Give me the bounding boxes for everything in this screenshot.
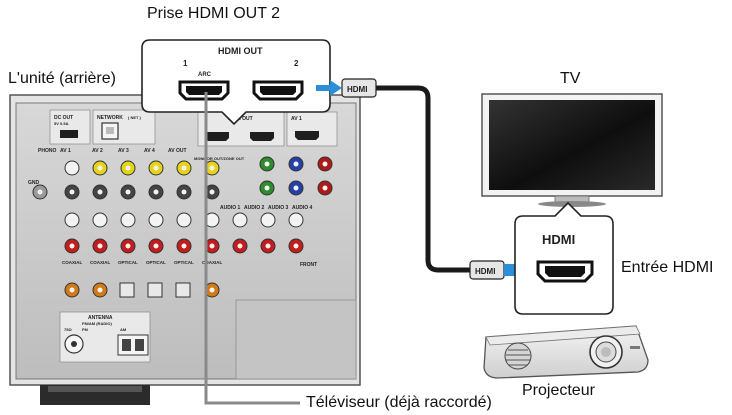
av2-row-label: AV 2	[92, 148, 103, 154]
projector-hdmi-callout: HDMI	[514, 201, 614, 315]
tv-already-connected-label: Téléviseur (déjà raccordé)	[306, 394, 492, 411]
jack-center	[153, 189, 159, 195]
hdmi-cable: HDMI HDMI	[341, 78, 505, 280]
receiver-rear-panel: DC OUT 5V 0.5A NETWORK ( NET ) HDMI OUT …	[9, 94, 361, 405]
callout-hdmi-out-title: HDMI OUT	[218, 46, 263, 56]
projector-callout-title: HDMI	[542, 232, 575, 247]
jack-center	[293, 217, 299, 223]
coaxial-label: COAXIAL	[202, 260, 223, 265]
hdmi-plug-top-label: HDMI	[347, 85, 367, 94]
av1-row-label: AV 1	[60, 148, 71, 154]
audio1-label: AUDIO 1	[220, 205, 241, 211]
optical-jack	[119, 282, 135, 298]
jack-center	[181, 165, 187, 171]
projector-label: Projecteur	[522, 382, 595, 399]
unit-rear-label: L'unité (arrière)	[8, 70, 116, 87]
av4-row-label: AV 4	[144, 148, 155, 154]
jack-center	[125, 243, 131, 249]
hdmi-input-label: Entrée HDMI	[621, 259, 714, 276]
panel-hdmi-in-port	[295, 131, 319, 140]
audio2-label: AUDIO 2	[244, 205, 265, 211]
jack-center	[181, 243, 187, 249]
audio3-label: AUDIO 3	[268, 205, 289, 211]
jack-center	[181, 217, 187, 223]
jack-center	[237, 243, 243, 249]
jack-center	[153, 165, 159, 171]
monitor-out-label: MONITOR OUT/ZONE OUT	[194, 156, 245, 161]
jack-center	[69, 243, 75, 249]
coaxial-label: COAXIAL	[62, 260, 83, 265]
jack-center	[209, 217, 215, 223]
existing-tv-cable-line	[204, 92, 300, 405]
callout-port2-label: 2	[294, 59, 299, 68]
coaxial-label: COAXIAL	[90, 260, 111, 265]
optical-label: OPTICAL	[118, 260, 138, 265]
jack-center	[97, 189, 103, 195]
panel-hdmi-out-label: HDMI OUT	[228, 116, 253, 122]
optical-label: OPTICAL	[174, 260, 194, 265]
projector-illustration	[483, 325, 649, 379]
jack-center	[69, 189, 75, 195]
dc-out-sub-label: 5V 0.5A	[54, 121, 69, 126]
arrow-to-hdmi-out	[316, 80, 342, 96]
jack-center	[153, 243, 159, 249]
tuner-impedance-label: 75Ω	[64, 327, 72, 332]
jack-center	[125, 165, 131, 171]
network-label: NETWORK	[97, 115, 123, 121]
front-label: FRONT	[300, 262, 317, 268]
hdmi-plug-bottom-label: HDMI	[475, 267, 495, 276]
jack-center	[209, 243, 215, 249]
fm-label: FM	[82, 327, 88, 332]
jack-center	[265, 217, 271, 223]
hdmi-out-callout: HDMI OUT 1 2 ARC	[141, 39, 331, 126]
phono-label: PHONO	[38, 148, 56, 154]
panel-hdmi-port-2	[250, 132, 274, 141]
receiver-foot	[48, 386, 142, 392]
jack-center	[265, 243, 271, 249]
tv-illustration	[481, 93, 663, 207]
jack-center	[97, 217, 103, 223]
callout-arc-label: ARC	[198, 72, 212, 78]
hdmi-out2-title: Prise HDMI OUT 2	[147, 5, 281, 22]
jack-center	[37, 189, 43, 195]
gnd-label: GND	[28, 180, 40, 186]
jack-center	[181, 189, 187, 195]
tv-label: TV	[560, 70, 581, 87]
optical-jack	[175, 282, 191, 298]
jack-center	[153, 217, 159, 223]
optical-label: OPTICAL	[146, 260, 166, 265]
jack-center	[69, 165, 75, 171]
panel-hdmi-port-1	[205, 132, 229, 141]
jack-center	[97, 243, 103, 249]
jack-center	[125, 217, 131, 223]
panel-av1-label: AV 1	[291, 116, 302, 122]
jack-center	[237, 217, 243, 223]
antenna-sub-label: FM/AM (RADIO)	[82, 321, 112, 326]
dc-out-label: DC OUT	[54, 115, 73, 121]
net-sub-label: ( NET )	[128, 115, 142, 120]
av-out-row-label: AV OUT	[168, 148, 187, 154]
av3-row-label: AV 3	[118, 148, 129, 154]
jack-center	[209, 165, 215, 171]
rca-jack-grid	[32, 160, 304, 254]
jack-center	[209, 189, 215, 195]
optical-jack	[147, 282, 163, 298]
jack-center	[69, 217, 75, 223]
am-label: AM	[120, 327, 127, 332]
jack-center	[125, 189, 131, 195]
usb-port	[60, 130, 78, 138]
antenna-label: ANTENNA	[88, 315, 113, 321]
jack-center	[293, 243, 299, 249]
callout-port1-label: 1	[183, 59, 188, 68]
jack-center	[97, 165, 103, 171]
audio4-label: AUDIO 4	[292, 205, 313, 211]
